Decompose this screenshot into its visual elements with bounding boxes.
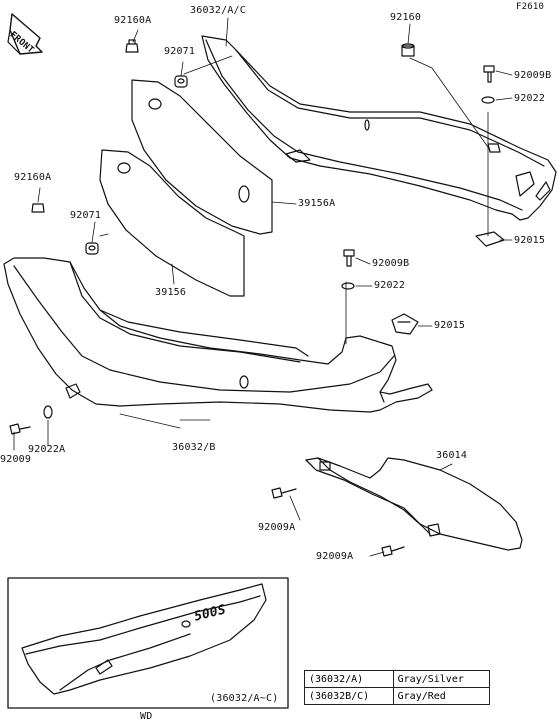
color-table-color: Gray/Red bbox=[392, 687, 491, 705]
callout-92022-mid: 92022 bbox=[374, 280, 406, 291]
leader-lines bbox=[13, 17, 513, 557]
inset-caption: WD bbox=[140, 711, 153, 722]
upper-side-cover bbox=[201, 35, 557, 221]
callout-92015-top: 92015 bbox=[514, 235, 546, 246]
callout-92022a: 92022A bbox=[28, 444, 66, 455]
callout-92009: 92009 bbox=[0, 454, 32, 465]
color-table: (36032/A) Gray/Silver (36032B/C) Gray/Re… bbox=[304, 670, 491, 705]
callout-92009b-top: 92009B bbox=[514, 70, 552, 81]
inset-decal-panel bbox=[7, 577, 289, 709]
tail-cover bbox=[305, 457, 523, 551]
heat-shield-39156 bbox=[99, 149, 245, 297]
lower-side-cover bbox=[3, 257, 433, 413]
figure-code: F2610 bbox=[516, 2, 545, 12]
color-table-row: (36032B/C) Gray/Red bbox=[304, 687, 491, 705]
callout-39156a: 39156A bbox=[298, 198, 336, 209]
callout-36032-b: 36032/B bbox=[172, 442, 216, 453]
inset-part-ref: (36032/A~C) bbox=[210, 693, 279, 704]
color-table-part: (36032/A) bbox=[304, 670, 394, 688]
callout-92009a-right: 92009A bbox=[316, 551, 354, 562]
callout-36032-ac: 36032/A/C bbox=[190, 5, 246, 16]
color-table-row: (36032/A) Gray/Silver bbox=[304, 670, 491, 688]
callout-92071-left: 92071 bbox=[70, 210, 102, 221]
heat-shield-39156a bbox=[131, 79, 273, 235]
callout-92015-mid: 92015 bbox=[434, 320, 466, 331]
front-arrow-icon bbox=[7, 13, 43, 55]
callout-92160: 92160 bbox=[390, 12, 422, 23]
callout-36014: 36014 bbox=[436, 450, 468, 461]
color-table-color: Gray/Silver bbox=[392, 670, 491, 688]
hardware bbox=[9, 39, 505, 557]
callout-92022-top: 92022 bbox=[514, 93, 546, 104]
callout-92009a-left: 92009A bbox=[258, 522, 296, 533]
color-table-part: (36032B/C) bbox=[304, 687, 394, 705]
callout-39156: 39156 bbox=[155, 287, 187, 298]
callout-92160a-top: 92160A bbox=[114, 15, 152, 26]
callout-92071-top: 92071 bbox=[164, 46, 196, 57]
callout-92160a-left: 92160A bbox=[14, 172, 52, 183]
callout-92009b-mid: 92009B bbox=[372, 258, 410, 269]
